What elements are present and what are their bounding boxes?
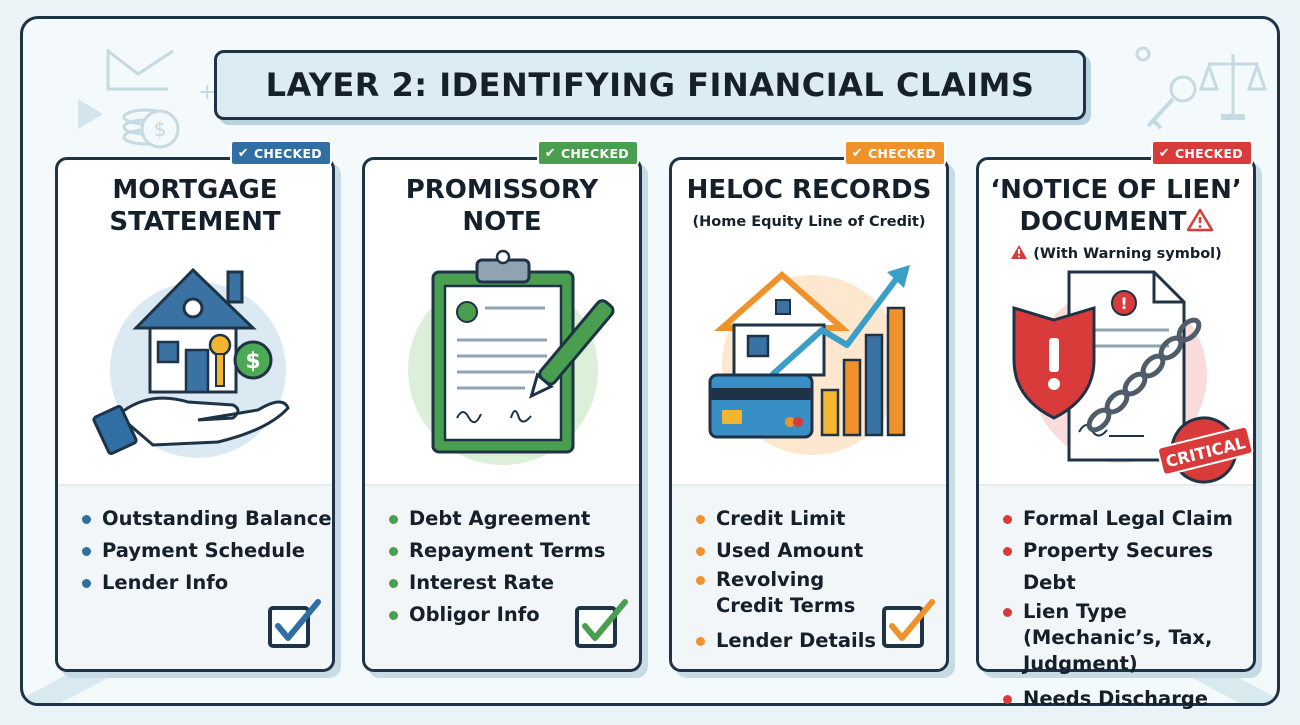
card-promissory-note: ✔ CHECKED PROMISSORY NOTE Debt Agreement…: [362, 140, 642, 672]
card-title-line: STATEMENT: [109, 207, 281, 237]
house-in-hand-icon: $: [92, 267, 290, 458]
list-item: Needs Discharge: [1001, 683, 1253, 715]
checked-badge: ✔ CHECKED: [536, 140, 639, 166]
card-title-line: ‘NOTICE OF LIEN’: [990, 175, 1242, 205]
check-icon: ✔: [851, 145, 863, 161]
check-icon: ✔: [544, 145, 556, 161]
check-icon: ✔: [237, 145, 249, 161]
page-title: LAYER 2: IDENTIFYING FINANCIAL CLAIMS: [265, 66, 1035, 104]
card-title-line: HELOC RECORDS: [686, 175, 932, 205]
card-title-line: MORTGAGE: [112, 175, 278, 205]
list-item: Lien Type (Mechanic’s, Tax, Judgment): [1001, 599, 1246, 677]
list-item: Lender Details: [694, 625, 884, 657]
card-subtitle-text: (With Warning symbol): [1033, 246, 1222, 262]
warning-icon: [1186, 208, 1213, 232]
list-item: Property Secures Debt: [1001, 535, 1253, 599]
card-details-panel: [979, 484, 1253, 669]
list-item: Outstanding Balance: [80, 503, 332, 535]
checkbox-checked-icon: [268, 599, 321, 648]
list-item: Revolving Credit Terms: [694, 567, 884, 619]
svg-text:$: $: [245, 349, 260, 374]
svg-text:$: $: [154, 117, 167, 141]
list-item: Formal Legal Claim: [1001, 503, 1253, 535]
checkbox-checked-icon: [882, 599, 935, 648]
list-item: Interest Rate: [387, 567, 606, 599]
card-detail-list: Outstanding Balance Payment Schedule Len…: [80, 503, 332, 599]
page-title-box: LAYER 2: IDENTIFYING FINANCIAL CLAIMS: [214, 50, 1086, 120]
card-title: PROMISSORY NOTE: [365, 174, 639, 238]
list-item: Obligor Info: [387, 599, 606, 631]
list-item: Debt Agreement: [387, 503, 606, 535]
badge-label: CHECKED: [253, 145, 322, 161]
list-item: Used Amount: [694, 535, 884, 567]
card-mortgage-statement: ✔ CHECKED MORTGAGE STATEMENT $ Outstandi…: [55, 140, 335, 672]
badge-label: CHECKED: [560, 145, 629, 161]
card-title-line: DOCUMENT: [1019, 207, 1187, 237]
card-detail-list: Formal Legal Claim Property Secures Debt…: [1001, 503, 1253, 715]
checked-badge: ✔ CHECKED: [843, 140, 946, 166]
card-subtitle: (Home Equity Line of Credit): [692, 214, 926, 230]
card-title: MORTGAGE STATEMENT: [58, 174, 332, 238]
card-subtitle: (With Warning symbol): [979, 244, 1253, 262]
card-heloc-records: ✔ CHECKED HELOC RECORDS (Home Equity Lin…: [669, 140, 949, 672]
list-item: Payment Schedule: [80, 535, 332, 567]
decor-envelope-coins-icon: $ +: [78, 49, 216, 149]
card-notice-of-lien: ✔ CHECKED ‘NOTICE OF LIEN’ DOCUMENT (Wit…: [976, 140, 1256, 710]
warning-icon: [1011, 245, 1028, 259]
checkbox-checked-icon: [575, 599, 628, 648]
card-title: HELOC RECORDS: [672, 174, 946, 206]
decor-key-scales-icon: [1135, 46, 1268, 130]
card-title-line: NOTE: [462, 207, 542, 237]
svg-text:+: +: [198, 80, 216, 105]
card-title-line: PROMISSORY: [405, 175, 599, 205]
card-title: ‘NOTICE OF LIEN’ DOCUMENT: [979, 174, 1253, 238]
check-icon: ✔: [1158, 145, 1170, 161]
house-credit-chart-icon: [708, 265, 910, 455]
badge-label: CHECKED: [1174, 145, 1243, 161]
clipboard-note-icon: [408, 249, 615, 465]
card-title-line-with-warning: DOCUMENT: [979, 206, 1253, 238]
checked-badge: ✔ CHECKED: [229, 140, 332, 166]
list-item: Credit Limit: [694, 503, 884, 535]
svg-text:!: !: [1120, 294, 1127, 313]
card-detail-list: Credit Limit Used Amount Revolving Credi…: [694, 503, 884, 657]
badge-label: CHECKED: [867, 145, 936, 161]
card-detail-list: Debt Agreement Repayment Terms Interest …: [387, 503, 606, 631]
list-item: Repayment Terms: [387, 535, 606, 567]
lien-shield-chain-icon: ! CRITICAL: [1012, 270, 1254, 484]
checked-badge: ✔ CHECKED: [1150, 140, 1253, 166]
list-item: Lender Info: [80, 567, 332, 599]
